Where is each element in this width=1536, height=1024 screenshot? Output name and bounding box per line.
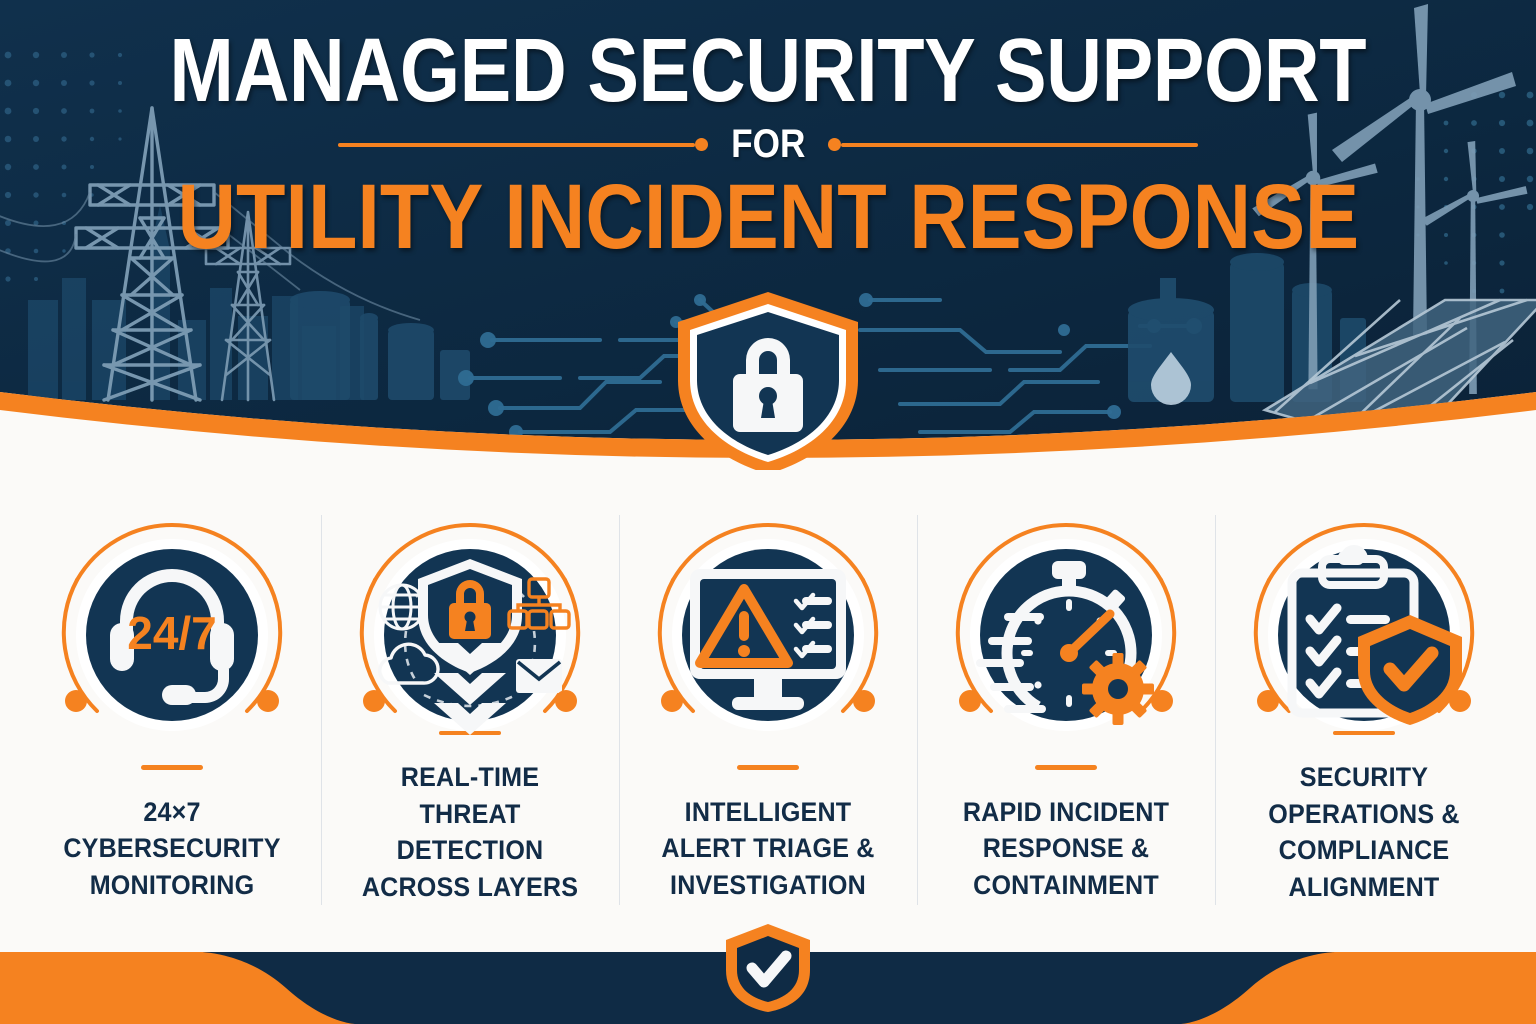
header-background-art bbox=[0, 0, 1536, 458]
badge-247-text: 24/7 bbox=[127, 607, 217, 659]
envelope-icon bbox=[516, 659, 562, 693]
checklist-glyph bbox=[793, 592, 832, 659]
globe-icon bbox=[378, 583, 426, 631]
card-underline bbox=[1333, 730, 1395, 736]
icon-alert-triage bbox=[644, 511, 892, 759]
footer-bar bbox=[0, 924, 1536, 1024]
feature-card-row: 24/7 24×7 CYBERSECURITY MONITORING bbox=[0, 505, 1536, 925]
card-underline bbox=[1035, 765, 1097, 770]
shield-check-icon bbox=[726, 924, 810, 1012]
sub-title: UTILITY INCIDENT RESPONSE bbox=[177, 166, 1359, 268]
title-block: MANAGED SECURITY SUPPORT FOR UTILITY INC… bbox=[0, 0, 1536, 420]
for-divider: FOR bbox=[338, 122, 1198, 167]
card-label: INTELLIGENT ALERT TRIAGE & INVESTIGATION bbox=[661, 797, 875, 900]
header-banner: MANAGED SECURITY SUPPORT FOR UTILITY INC… bbox=[0, 0, 1536, 470]
icon-incident-response bbox=[942, 511, 1190, 759]
divider-line-left bbox=[338, 142, 695, 147]
icon-threat-detection bbox=[346, 511, 594, 735]
padlock-glyph bbox=[733, 338, 803, 432]
card-threat-detection[interactable]: REAL-TIME THREAT DETECTION ACROSS LAYERS bbox=[321, 505, 619, 905]
card-label: SECURITY OPERATIONS & COMPLIANCE ALIGNME… bbox=[1268, 762, 1460, 902]
gear-icon bbox=[1082, 653, 1154, 725]
card-label: 24×7 CYBERSECURITY MONITORING bbox=[63, 797, 281, 900]
divider-dot-left bbox=[694, 138, 708, 151]
card-incident-response[interactable]: RAPID INCIDENT RESPONSE & CONTAINMENT bbox=[917, 505, 1215, 905]
card-label: RAPID INCIDENT RESPONSE & CONTAINMENT bbox=[962, 797, 1170, 900]
padlock-glyph bbox=[449, 580, 491, 639]
network-icon bbox=[507, 577, 571, 630]
warning-triangle-icon bbox=[695, 584, 793, 668]
card-24x7-monitoring[interactable]: 24/7 24×7 CYBERSECURITY MONITORING bbox=[23, 505, 321, 905]
water-drop-icon bbox=[1151, 352, 1191, 405]
card-underline bbox=[737, 765, 799, 770]
icon-compliance bbox=[1240, 511, 1488, 731]
card-underline bbox=[141, 765, 203, 770]
card-label: REAL-TIME THREAT DETECTION ACROSS LAYERS bbox=[361, 762, 579, 902]
divider-dot-right bbox=[828, 138, 842, 151]
layers-glyph bbox=[434, 643, 506, 735]
headset-glyph bbox=[110, 569, 234, 705]
speed-lines bbox=[976, 613, 1046, 713]
cloud-icon bbox=[378, 642, 440, 685]
for-label: FOR bbox=[730, 122, 806, 166]
shield-lock-icon bbox=[678, 292, 858, 470]
shield-check-icon bbox=[1358, 615, 1462, 725]
card-compliance[interactable]: SECURITY OPERATIONS & COMPLIANCE ALIGNME… bbox=[1215, 505, 1513, 905]
main-title: MANAGED SECURITY SUPPORT bbox=[169, 21, 1367, 121]
icon-24x7-monitoring: 24/7 bbox=[48, 511, 296, 759]
divider-line-right bbox=[841, 142, 1198, 147]
card-alert-triage[interactable]: INTELLIGENT ALERT TRIAGE & INVESTIGATION bbox=[619, 505, 917, 905]
